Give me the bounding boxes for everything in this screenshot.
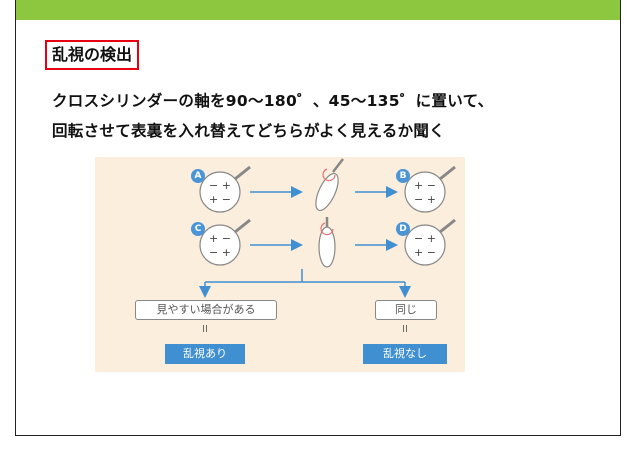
marker-d: D — [396, 222, 410, 236]
cross-cylinder-diagram: − + + − + − − + + − − + − + + − A B C D … — [95, 157, 465, 372]
description-line-1: クロスシリンダーの軸を90～180゜、45～135゜に置いて、 — [52, 92, 494, 110]
result-astigmatism-no: 乱視なし — [363, 344, 447, 364]
lens-d-signs: − + — [414, 232, 436, 245]
result-box-same: 同じ — [375, 300, 437, 320]
result-box-visible: 見やすい場合がある — [135, 300, 277, 320]
description-line-2: 回転させて表裏を入れ替えてどちらがよく見えるか聞く — [52, 122, 445, 140]
lens-b-signs: + − — [414, 179, 436, 192]
lens-d-signs-2: + − — [414, 246, 436, 259]
rotating-lens-1 — [315, 158, 344, 212]
lens-a — [199, 165, 251, 213]
result-astigmatism-yes: 乱視あり — [165, 344, 245, 364]
lens-c-signs-2: − + — [209, 246, 231, 259]
slide-description: クロスシリンダーの軸を90～180゜、45～135゜に置いて、 回転させて表裏を… — [52, 86, 592, 146]
diagram-svg — [199, 158, 456, 298]
lens-b — [404, 165, 456, 213]
marker-b: B — [396, 169, 410, 183]
lens-a-signs-2: + − — [209, 193, 231, 206]
lens-c-signs: + − — [209, 232, 231, 245]
equals-right: II — [402, 324, 408, 335]
equals-left: II — [202, 324, 208, 335]
lens-d — [404, 218, 456, 266]
marker-a: A — [191, 169, 205, 183]
lens-b-signs-2: − + — [414, 193, 436, 206]
marker-c: C — [191, 222, 205, 236]
lens-a-signs: − + — [209, 179, 231, 192]
branch-connector — [199, 269, 411, 298]
lens-c — [199, 218, 251, 266]
rotating-lens-2 — [318, 217, 336, 268]
top-bar — [16, 0, 620, 20]
slide-title: 乱視の検出 — [45, 40, 140, 70]
